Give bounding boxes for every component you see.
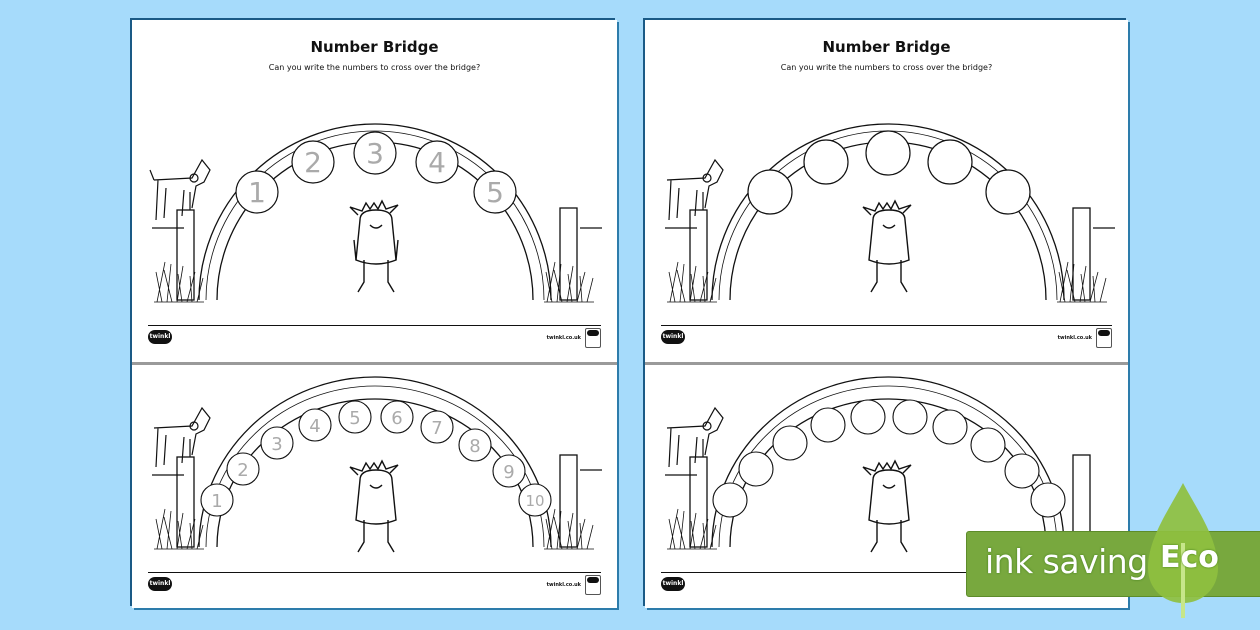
worksheet-subtitle: Can you write the numbers to cross over … xyxy=(268,63,481,72)
quality-badge-icon xyxy=(585,575,601,595)
goat-icon xyxy=(666,158,724,221)
bridge-scene-blank-5 xyxy=(665,123,1115,303)
traced-number: 2 xyxy=(237,460,248,481)
number-circles xyxy=(200,400,552,517)
bridge-scene-1-to-5: 1 2 3 4 5 xyxy=(149,123,602,303)
leaf-icon xyxy=(1148,483,1218,618)
twinkl-logo: twinkl xyxy=(148,577,172,591)
grass-icon xyxy=(154,261,594,303)
goat-icon xyxy=(149,158,211,221)
quality-badge-icon xyxy=(585,328,601,348)
traced-number: 5 xyxy=(486,176,504,209)
traced-number: 4 xyxy=(428,146,446,179)
footer-site: twinkl.co.uk xyxy=(546,582,581,588)
bridge-scene-blank-10 xyxy=(665,376,1091,553)
twinkl-logo: twinkl xyxy=(661,577,685,591)
troll-icon xyxy=(862,459,912,553)
goat-icon xyxy=(153,406,211,468)
traced-number: 4 xyxy=(309,416,320,437)
worksheet-bottom-half: 1 2 3 4 5 6 7 8 9 10 twinkl twinkl.co.uk xyxy=(132,365,617,608)
grass-icon xyxy=(667,261,1107,303)
footer-rule xyxy=(661,325,1112,326)
grass-icon xyxy=(667,508,717,550)
write-in-circle xyxy=(747,169,793,215)
number-circles xyxy=(235,131,517,214)
write-in-circle xyxy=(927,139,973,185)
blank-circles xyxy=(712,399,1066,518)
blank-circles xyxy=(747,130,1031,215)
quality-badge-icon xyxy=(1096,328,1112,348)
worksheet-bottom-half: twinkl xyxy=(645,365,1128,608)
page-divider xyxy=(645,362,1128,365)
traced-number: 3 xyxy=(271,434,282,455)
worksheet-page-blank: Number Bridge Can you write the numbers … xyxy=(645,20,1128,608)
bridge-scene-1-to-10: 1 2 3 4 5 6 7 8 9 10 xyxy=(152,376,602,553)
traced-number: 10 xyxy=(525,492,544,510)
eco-label: Eco xyxy=(1160,540,1219,575)
worksheet-title: Number Bridge xyxy=(310,38,439,56)
traced-number: 2 xyxy=(304,146,322,179)
worksheet-title: Number Bridge xyxy=(822,38,951,56)
footer-site: twinkl.co.uk xyxy=(546,335,581,341)
traced-number: 9 xyxy=(503,462,514,483)
worksheet-top-half: Number Bridge Can you write the numbers … xyxy=(132,20,617,362)
troll-icon xyxy=(349,459,399,553)
twinkl-logo: twinkl xyxy=(148,330,172,344)
write-in-circle xyxy=(985,169,1031,215)
write-in-circle xyxy=(865,130,911,176)
worksheet-page-traced: Number Bridge Can you write the numbers … xyxy=(132,20,617,608)
traced-number: 1 xyxy=(248,176,266,209)
footer-rule xyxy=(661,572,1112,573)
worksheet-top-half: Number Bridge Can you write the numbers … xyxy=(645,20,1128,362)
goat-icon xyxy=(666,406,724,468)
footer-rule xyxy=(148,572,601,573)
traced-number: 8 xyxy=(469,436,480,457)
traced-number: 7 xyxy=(431,418,442,439)
troll-icon xyxy=(349,199,399,293)
traced-number: 6 xyxy=(391,408,402,429)
footer-site: twinkl.co.uk xyxy=(1057,335,1092,341)
write-in-circle xyxy=(803,139,849,185)
page-divider xyxy=(132,362,617,365)
troll-icon xyxy=(862,199,912,293)
traced-number: 5 xyxy=(349,408,360,429)
traced-number: 1 xyxy=(211,491,222,512)
grass-icon xyxy=(154,508,594,550)
ink-saving-text: ink saving xyxy=(985,542,1148,581)
worksheet-subtitle: Can you write the numbers to cross over … xyxy=(780,63,993,72)
twinkl-logo: twinkl xyxy=(661,330,685,344)
footer-rule xyxy=(148,325,601,326)
traced-number: 3 xyxy=(366,137,384,170)
